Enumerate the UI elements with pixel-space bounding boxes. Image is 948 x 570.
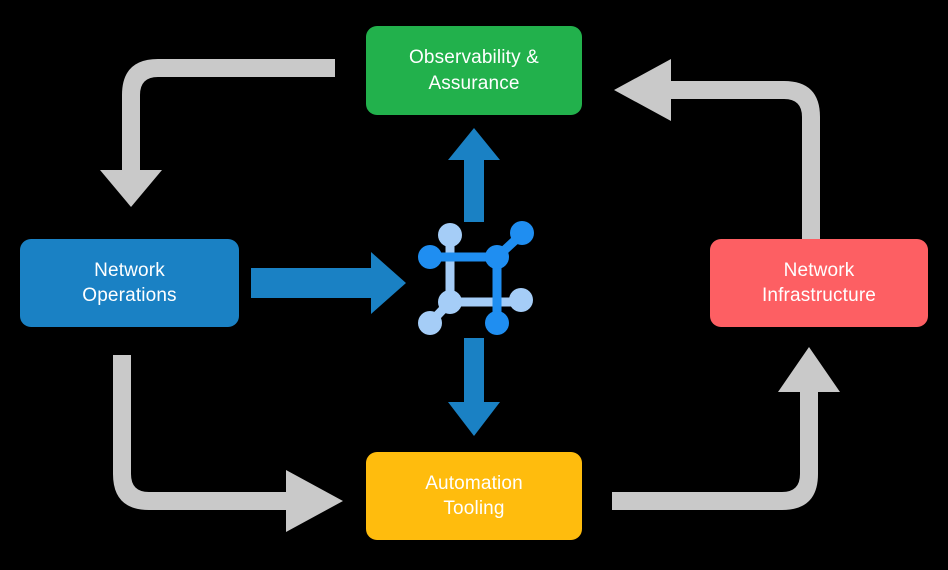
arrow-automation-to-infrastructure [612,347,840,510]
network-topology-icon [418,220,538,340]
box-operations-label: Network Operations [82,259,177,306]
box-automation-tooling[interactable]: Automation Tooling [366,452,582,540]
arrow-core-to-automation [448,338,500,436]
box-network-operations[interactable]: Network Operations [20,239,239,327]
arrow-operations-to-core [251,252,406,314]
box-observability-label: Observability & Assurance [408,47,540,94]
topology-light-nodes [418,223,533,335]
box-infrastructure-label: Network Infrastructure [761,259,877,306]
arrow-infrastructure-to-observability [614,59,820,240]
box-network-infrastructure[interactable]: Network Infrastructure [710,239,928,327]
arrow-observability-to-operations [100,59,335,207]
arrow-core-to-observability [448,128,500,222]
box-automation-label: Automation Tooling [425,472,523,519]
box-observability-assurance[interactable]: Observability & Assurance [366,26,582,115]
arrow-operations-to-automation [113,355,343,532]
topology-dark-nodes [418,221,534,335]
